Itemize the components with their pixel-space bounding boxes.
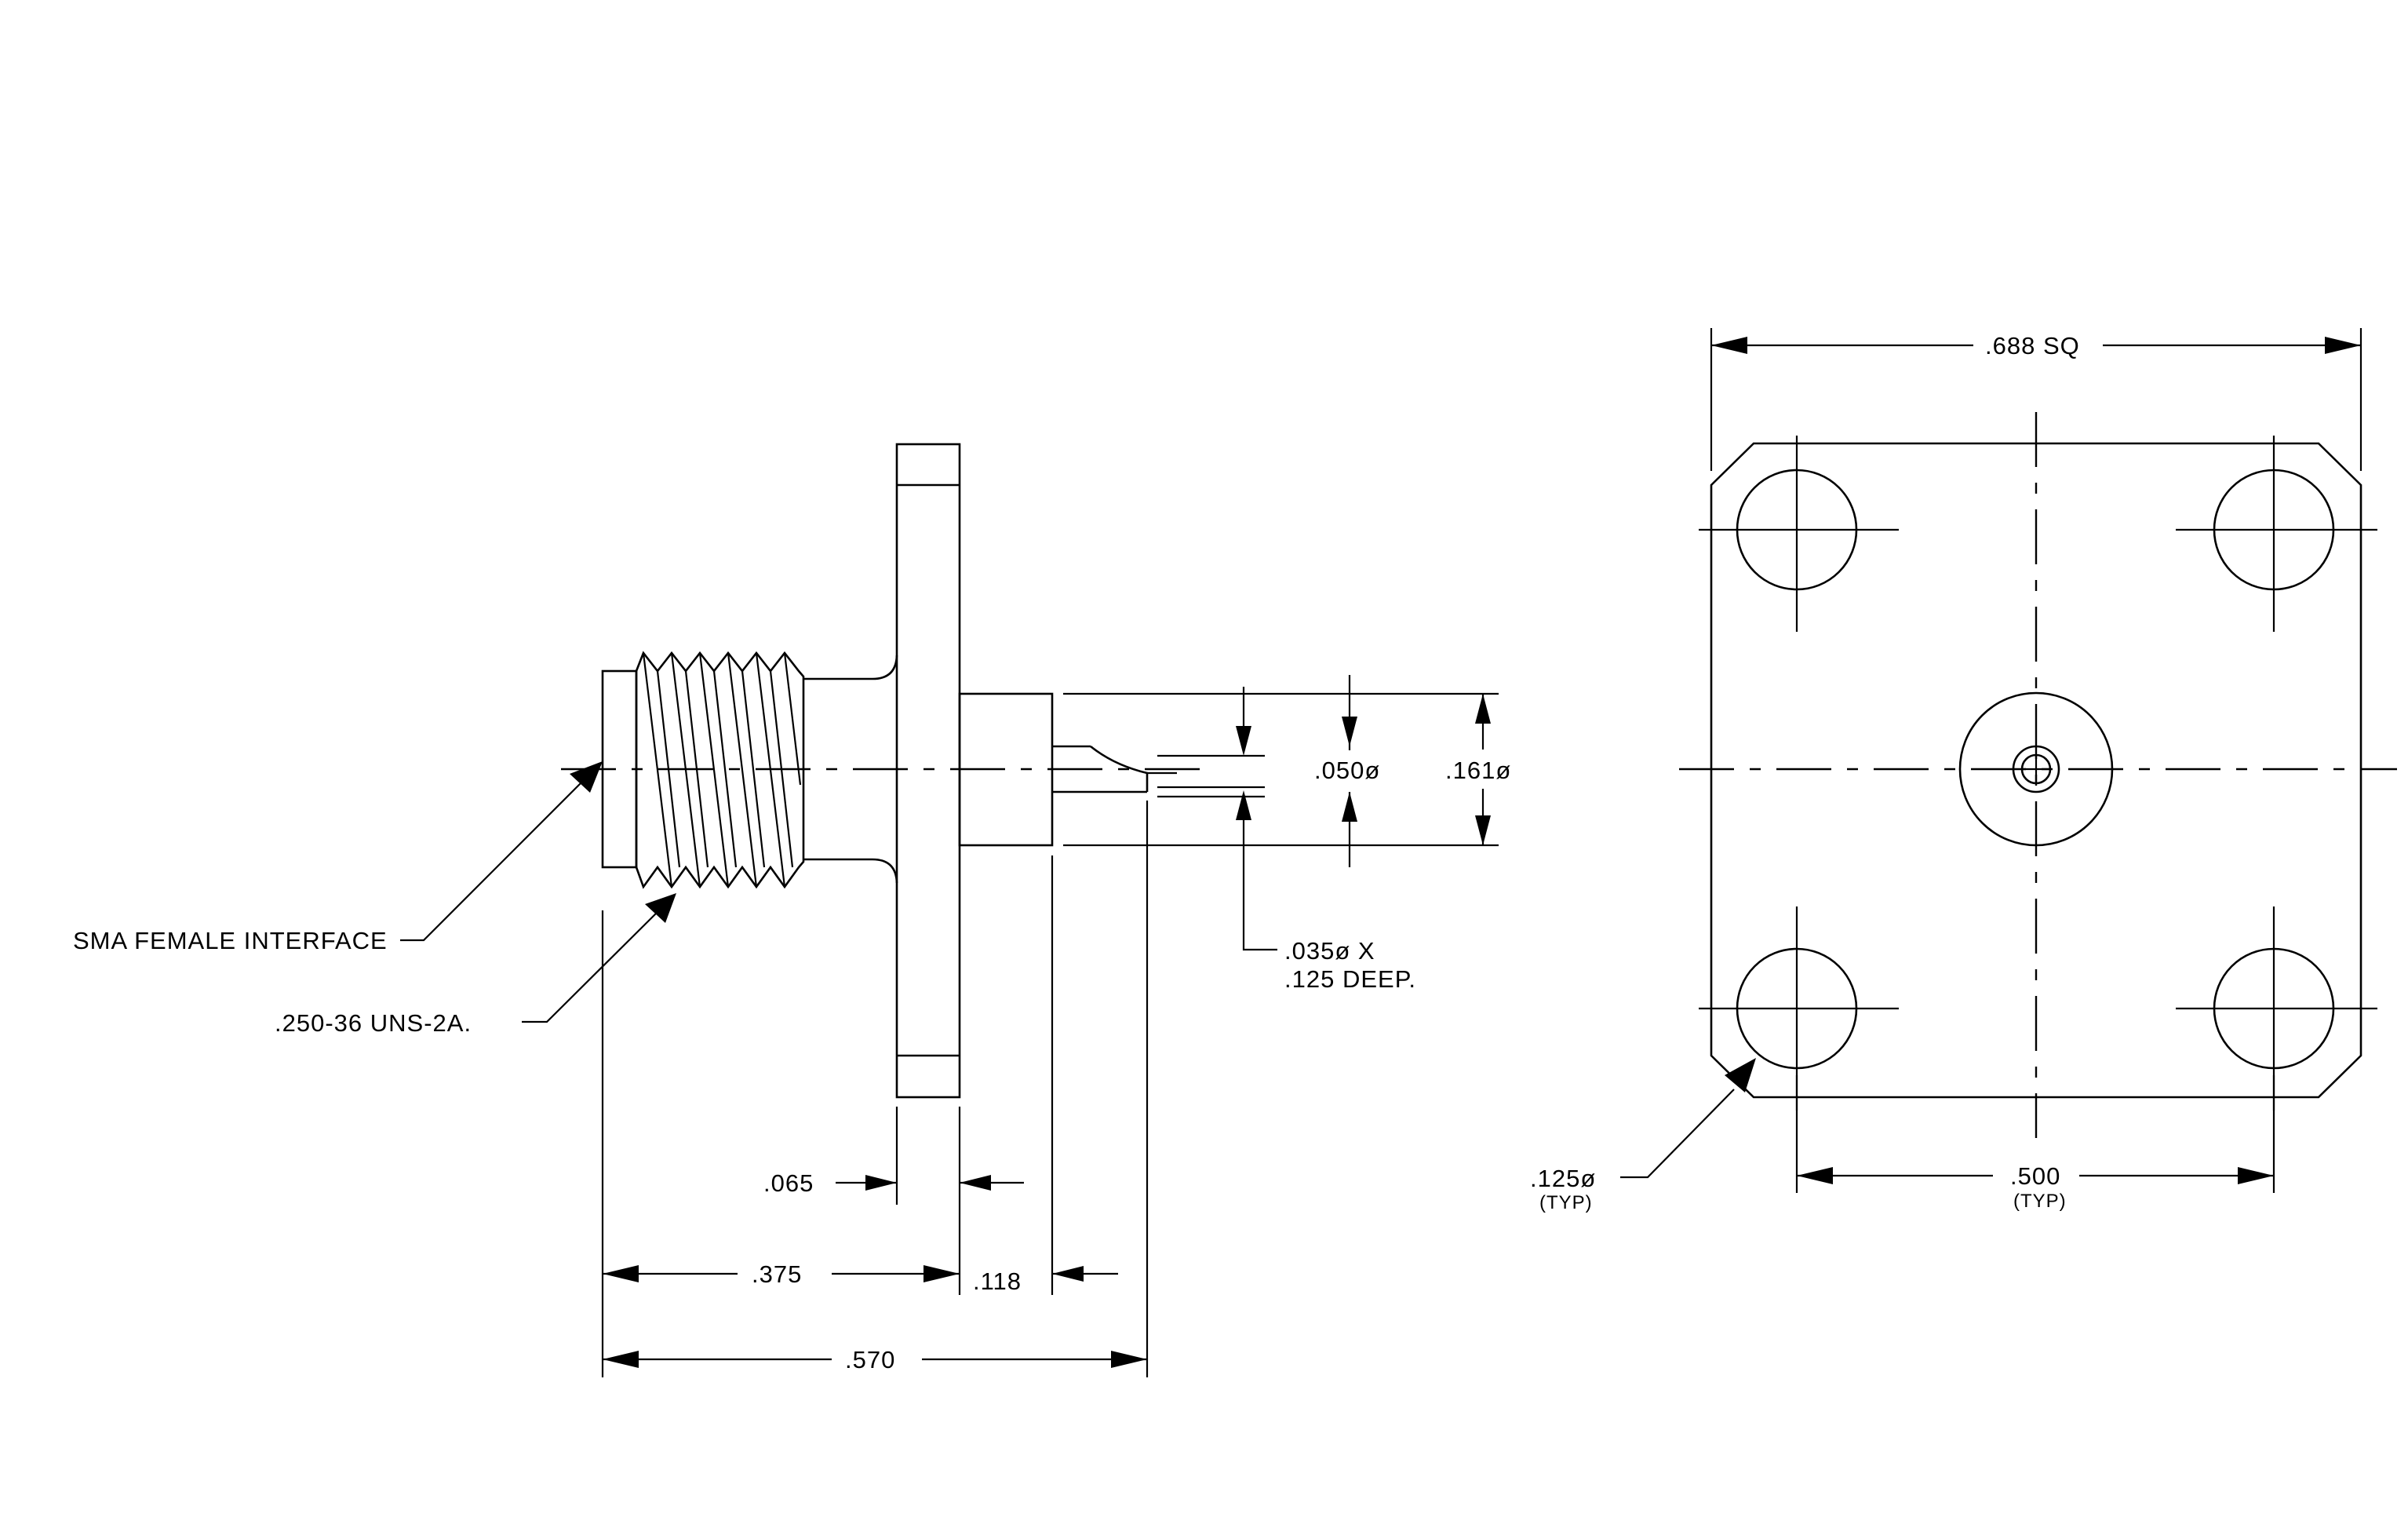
sma-interface-label: SMA FEMALE INTERFACE [73, 927, 388, 954]
body-length-label: .375 [752, 1260, 802, 1288]
mount-hole-bl [1699, 906, 1899, 1111]
mount-hole-tr [2176, 436, 2377, 632]
side-view [400, 443, 1499, 1377]
flange-side [895, 443, 961, 1099]
mount-hole-tl [1699, 436, 1899, 632]
rear-stub [958, 692, 1054, 847]
flange-front [1710, 442, 2362, 1099]
stub-diameter-label: .161ø [1445, 757, 1511, 784]
hole-spacing-typ-label: (TYP) [2013, 1191, 2067, 1212]
pin-diameter-label: .050ø [1314, 757, 1380, 784]
hole-depth-label-1: .035ø X [1284, 937, 1375, 965]
thread-body [635, 651, 805, 889]
mount-hole-diameter-label: .125ø [1530, 1165, 1596, 1192]
mount-hole-br [2176, 906, 2377, 1111]
overall-length-label: .570 [845, 1346, 895, 1373]
hole-depth-label-2: .125 DEEP. [1284, 965, 1416, 993]
thread-spec-label: .250-36 UNS-2A. [275, 1009, 472, 1037]
center-pin-front [1958, 691, 2114, 847]
front-view [1620, 328, 2397, 1193]
mount-hole-typ-label: (TYP) [1539, 1192, 1593, 1213]
flange-thickness-label: .065 [763, 1169, 814, 1197]
hole-spacing-label: .500 [2010, 1162, 2060, 1190]
stub-length-label: .118 [973, 1268, 1022, 1295]
contact-pin [1052, 745, 1177, 793]
flange-size-label: .688 SQ [1985, 332, 2080, 359]
